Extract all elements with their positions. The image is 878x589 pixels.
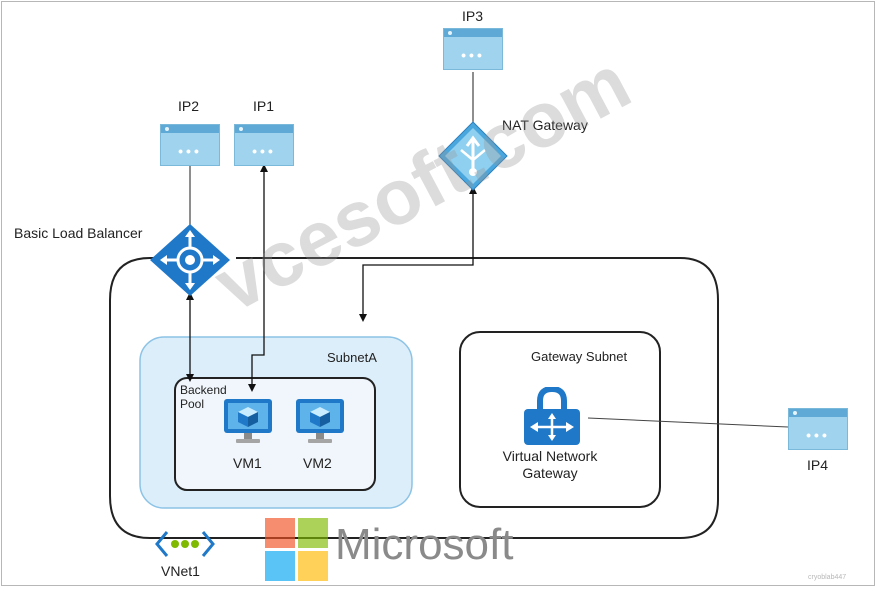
subnet-a-label: SubnetA [327, 350, 377, 365]
public-ip-icon: ••• [788, 408, 848, 450]
corner-tag: cryoblab447 [808, 574, 847, 581]
vpn-to-ip4-line [587, 417, 789, 428]
vnet-label: VNet1 [161, 563, 200, 579]
ip2-label: IP2 [178, 98, 200, 114]
public-ip-icon: ••• [160, 124, 220, 166]
ip3-label: IP3 [462, 8, 484, 24]
vm2-label: VM2 [303, 455, 332, 471]
vnet-boundary [109, 257, 719, 539]
vm1-to-ip1-arrow [248, 164, 268, 392]
ip1-label: IP1 [253, 98, 275, 114]
public-ip-icon: ••• [443, 28, 503, 70]
nat-gateway-icon [438, 121, 508, 191]
backend-pool-label: Backend Pool [180, 383, 227, 411]
vpn-gateway-label: Virtual Network Gateway [502, 448, 598, 481]
load-balancer-label: Basic Load Balancer [14, 225, 143, 241]
vm1-label: VM1 [233, 455, 262, 471]
load-balancer-icon [150, 224, 230, 296]
nat-gateway-label: NAT Gateway [502, 117, 588, 133]
virtual-machine-icon [224, 399, 272, 443]
nat-to-subnet-arrow [359, 186, 477, 322]
vpn-gateway-icon [524, 387, 580, 445]
microsoft-wordmark: Microsoft [335, 520, 514, 569]
ip4-label: IP4 [807, 457, 829, 473]
gateway-subnet-label: Gateway Subnet [531, 349, 628, 364]
microsoft-logo-icon [265, 518, 329, 582]
public-ip-icon: ••• [234, 124, 294, 166]
vnet-icon [155, 531, 215, 557]
virtual-machine-icon [296, 399, 344, 443]
